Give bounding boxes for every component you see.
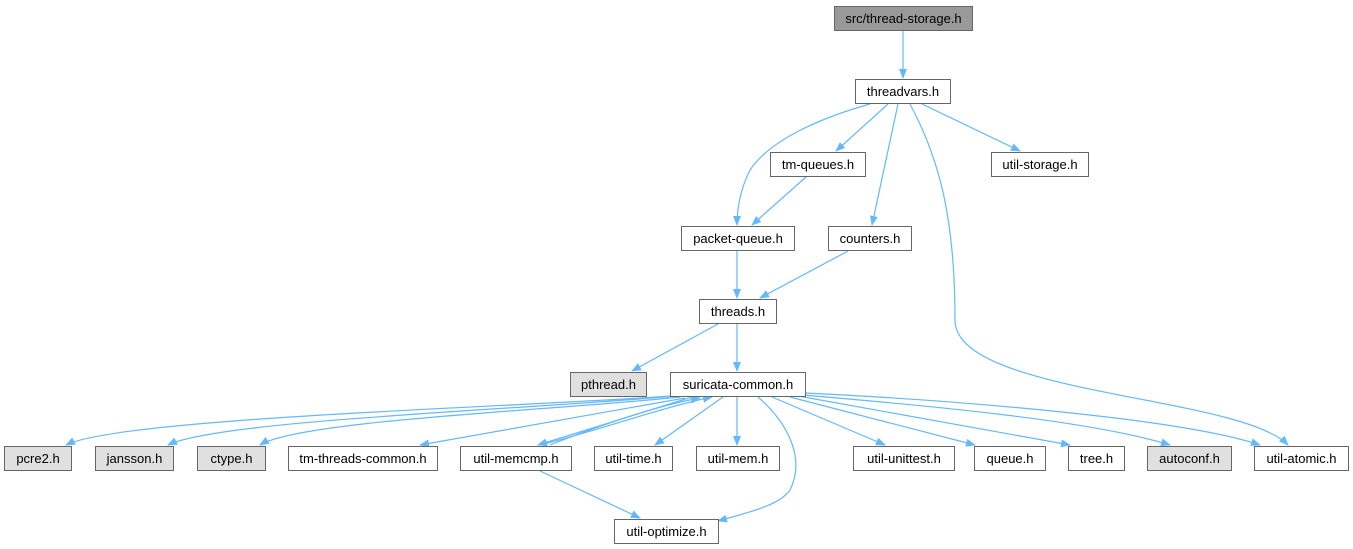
node-label-autoconf: autoconf.h xyxy=(1159,451,1220,466)
node-label-util-atomic: util-atomic.h xyxy=(1266,451,1336,466)
node-label-ctype: ctype.h xyxy=(211,451,253,466)
node-box-util-storage xyxy=(991,152,1089,177)
edge-suricata-common-to-util-unittest xyxy=(771,396,886,446)
node-label-counters: counters.h xyxy=(840,231,901,246)
node-autoconf[interactable]: autoconf.h xyxy=(1147,446,1232,471)
edge-threadvars-to-tm-queues xyxy=(835,103,889,152)
edge-suricata-common-to-pcre2 xyxy=(65,395,673,446)
node-label-suricata-common: suricata-common.h xyxy=(683,377,794,392)
node-box-util-memcmp xyxy=(460,446,572,471)
edge-threadvars-to-packet-queue xyxy=(733,103,871,226)
edge-suricata-common-to-queue xyxy=(789,396,976,447)
node-tm-queues[interactable]: tm-queues.h xyxy=(770,152,866,177)
node-label-pthread: pthread.h xyxy=(581,377,636,392)
dependency-edges xyxy=(65,31,1289,523)
node-util-time[interactable]: util-time.h xyxy=(594,446,673,471)
node-threadvars[interactable]: threadvars.h xyxy=(855,79,951,104)
edge-threadvars-to-util-storage xyxy=(921,103,1021,152)
node-label-tm-threads-common: tm-threads-common.h xyxy=(299,451,426,466)
node-box-tm-threads-common xyxy=(288,446,438,471)
node-box-queue xyxy=(974,446,1046,471)
edge-suricata-common-to-util-optimize xyxy=(717,396,797,523)
node-util-storage[interactable]: util-storage.h xyxy=(991,152,1089,177)
node-counters[interactable]: counters.h xyxy=(828,226,912,251)
node-box-threads xyxy=(699,299,777,324)
node-box-suricata-common xyxy=(670,372,806,397)
node-box-util-unittest xyxy=(853,446,955,471)
edge-suricata-common-to-autoconf xyxy=(802,394,1171,447)
node-label-pcre2: pcre2.h xyxy=(16,451,59,466)
edge-suricata-common-to-tm-threads-common xyxy=(419,397,686,448)
edge-threads-to-pthread xyxy=(631,323,719,372)
node-label-util-mem: util-mem.h xyxy=(708,451,769,466)
node-util-optimize[interactable]: util-optimize.h xyxy=(614,519,719,544)
edge-tm-queues-to-packet-queue xyxy=(751,176,807,226)
node-label-packet-queue: packet-queue.h xyxy=(693,231,783,246)
edge-suricata-common-to-util-time xyxy=(654,396,724,446)
node-label-util-storage: util-storage.h xyxy=(1002,157,1077,172)
node-tree[interactable]: tree.h xyxy=(1068,446,1125,471)
node-util-atomic[interactable]: util-atomic.h xyxy=(1254,446,1349,471)
node-box-packet-queue xyxy=(681,226,795,251)
node-util-memcmp[interactable]: util-memcmp.h xyxy=(460,446,572,471)
node-thread-storage[interactable]: src/thread-storage.h xyxy=(834,6,973,31)
node-threads[interactable]: threads.h xyxy=(699,299,777,324)
node-box-ctype xyxy=(197,446,266,471)
node-suricata-common[interactable]: suricata-common.h xyxy=(670,372,806,397)
node-box-jansson xyxy=(95,446,174,471)
node-util-mem[interactable]: util-mem.h xyxy=(696,446,780,471)
edge-threadvars-to-util-atomic xyxy=(909,103,1289,446)
edge-threadvars-to-counters xyxy=(869,103,899,226)
edge-suricata-common-to-ctype xyxy=(259,396,681,446)
node-util-unittest[interactable]: util-unittest.h xyxy=(853,446,955,471)
edge-suricata-common-to-jansson xyxy=(167,395,677,446)
node-ctype[interactable]: ctype.h xyxy=(197,446,266,471)
node-box-tm-queues xyxy=(770,152,866,177)
edge-counters-to-threads xyxy=(759,250,849,299)
node-tm-threads-common[interactable]: tm-threads-common.h xyxy=(288,446,438,471)
node-label-util-memcmp: util-memcmp.h xyxy=(473,451,558,466)
node-label-tree: tree.h xyxy=(1080,451,1113,466)
node-label-threadvars: threadvars.h xyxy=(867,84,939,99)
node-label-jansson: jansson.h xyxy=(106,451,163,466)
node-box-pthread xyxy=(570,372,647,397)
node-box-autoconf xyxy=(1147,446,1232,471)
node-jansson[interactable]: jansson.h xyxy=(95,446,174,471)
node-label-queue: queue.h xyxy=(987,451,1034,466)
node-label-tm-queues: tm-queues.h xyxy=(782,157,854,172)
node-box-threadvars xyxy=(855,79,951,104)
node-box-util-time xyxy=(594,446,673,471)
node-pcre2[interactable]: pcre2.h xyxy=(4,446,72,471)
edge-suricata-common-to-tree xyxy=(797,395,1071,448)
node-box-counters xyxy=(828,226,912,251)
node-queue[interactable]: queue.h xyxy=(974,446,1046,471)
node-box-pcre2 xyxy=(4,446,72,471)
node-box-util-atomic xyxy=(1254,446,1349,471)
node-box-thread-storage xyxy=(834,6,973,31)
node-pthread[interactable]: pthread.h xyxy=(570,372,647,397)
node-label-threads: threads.h xyxy=(711,304,765,319)
header-file-nodes: src/thread-storage.h threadvars.h tm-queue… xyxy=(4,6,1349,544)
edge-util-time-to-suricata-common xyxy=(539,394,713,446)
node-box-util-mem xyxy=(696,446,780,471)
node-box-tree xyxy=(1068,446,1125,471)
edge-suricata-common-to-util-atomic xyxy=(804,392,1261,446)
node-label-util-time: util-time.h xyxy=(605,451,661,466)
node-label-thread-storage: src/thread-storage.h xyxy=(845,11,961,26)
node-label-util-unittest: util-unittest.h xyxy=(867,451,941,466)
node-packet-queue[interactable]: packet-queue.h xyxy=(681,226,795,251)
edge-util-memcmp-to-util-optimize xyxy=(539,470,641,519)
node-label-util-optimize: util-optimize.h xyxy=(626,524,706,539)
node-box-util-optimize xyxy=(614,519,719,544)
